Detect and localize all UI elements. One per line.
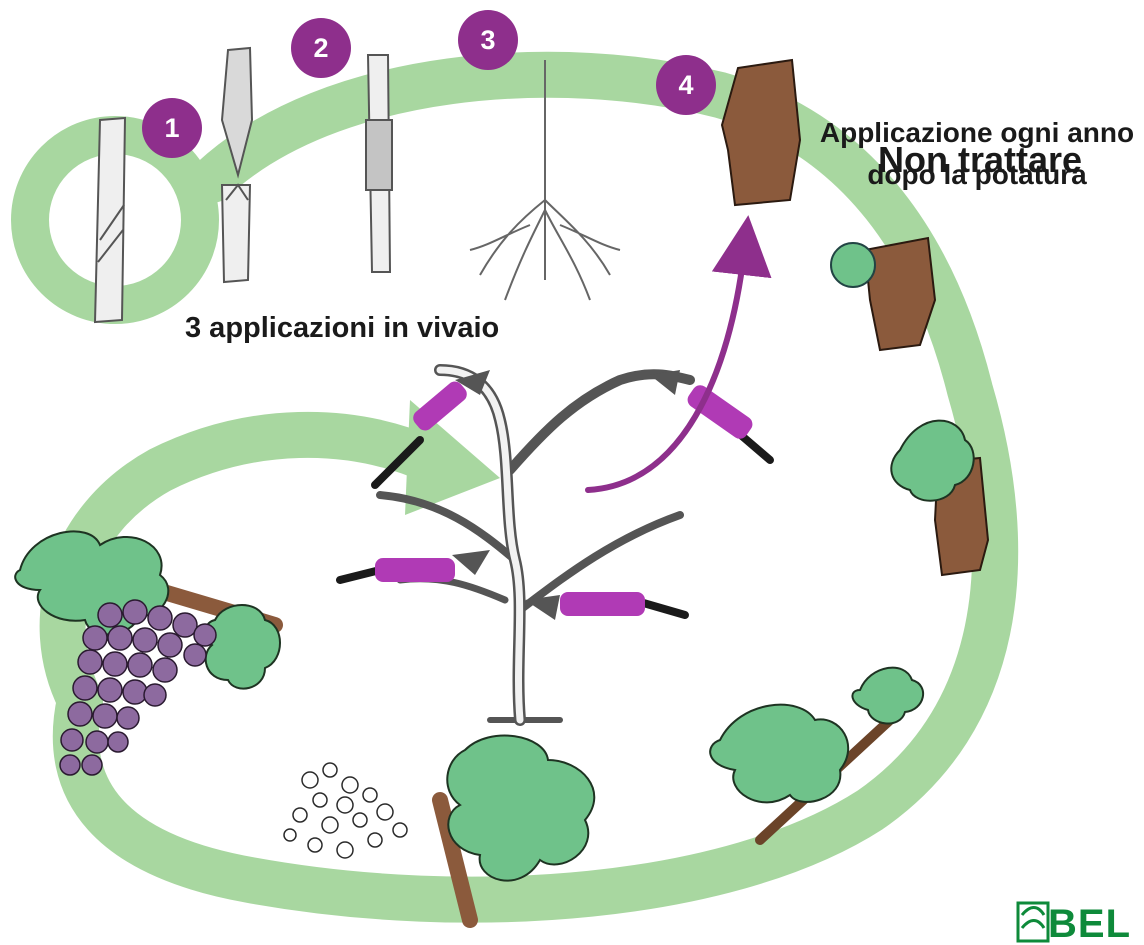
shoot-leaf-large-illustration bbox=[710, 705, 848, 803]
budding-trunk-illustration bbox=[865, 238, 935, 350]
logo-text: BEL bbox=[1048, 902, 1131, 945]
pruned-trunk-illustration bbox=[722, 60, 800, 205]
flowering-leaf-illustration bbox=[447, 736, 594, 881]
step-badge-2: 2 bbox=[291, 18, 351, 78]
nursery-applications-label: 3 applicazioni in vivaio bbox=[185, 312, 499, 345]
step-badge-1: 1 bbox=[142, 98, 202, 158]
bud-illustration bbox=[831, 243, 875, 287]
cutting-illustration-3 bbox=[366, 55, 392, 272]
flower-cluster-illustration bbox=[284, 763, 407, 858]
yearly-application-label: Applicazione ogni anno dopo la potatura bbox=[812, 112, 1142, 196]
step-badge-4: 4 bbox=[656, 55, 716, 115]
treatment-arrow bbox=[588, 245, 745, 490]
cutting-illustration-1 bbox=[95, 118, 125, 322]
shoot-leaf-small-illustration bbox=[852, 668, 923, 724]
pruning-shears-middle-left-illustration bbox=[340, 550, 490, 582]
pruning-shears-lower-right-illustration bbox=[525, 592, 685, 620]
company-logo: BEL bbox=[1012, 900, 1144, 945]
step-badge-3: 3 bbox=[458, 10, 518, 70]
